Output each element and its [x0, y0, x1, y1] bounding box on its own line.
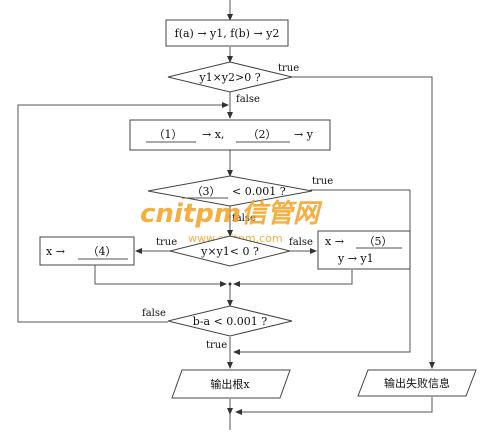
decision-y1y2-text: y1×y2>0 ?	[198, 71, 260, 84]
assign-x-y1-line2: y → y1	[337, 252, 374, 265]
output-root-text: 输出根x	[210, 377, 250, 391]
output-fail-box	[357, 369, 477, 397]
decision-precision-blank: （3）	[192, 185, 221, 198]
decision-interval-false-label: false	[142, 308, 166, 319]
start-box-text: f(a) → y1, f(b) → y2	[175, 27, 280, 40]
output-root-box	[171, 369, 291, 399]
decision-sign-true-label: true	[156, 237, 177, 248]
decision-interval	[167, 305, 293, 337]
assign-x-blank: （4）	[88, 245, 117, 258]
decision-interval-true-label: true	[206, 340, 227, 351]
decision-precision-tail: < 0.001 ?	[232, 185, 286, 198]
assign-blank-1: （1）	[154, 128, 183, 141]
assign-process-box	[129, 119, 331, 151]
decision-precision-true-label: true	[312, 176, 333, 187]
assign-tail-text: → y	[294, 128, 314, 141]
decision-sign-text: y×y1< 0 ?	[200, 245, 259, 258]
decision-y1y2-true-label: true	[278, 63, 299, 74]
assign-x-y1-blank: （5）	[364, 235, 393, 248]
start-process-box	[165, 19, 289, 47]
decision-y1y2	[167, 61, 293, 93]
connector-lines	[17, 0, 435, 430]
decision-interval-text: b-a < 0.001 ?	[193, 315, 268, 328]
assign-blank-2: （2）	[248, 128, 277, 141]
output-fail-text: 输出失败信息	[384, 376, 450, 390]
assign-x-head: x →	[46, 245, 65, 258]
merge-point	[228, 282, 232, 286]
assign-mid-text: → x,	[202, 128, 224, 141]
watermark-brand: cnitpm信管网	[140, 199, 323, 229]
assign-x-box	[39, 236, 135, 266]
decision-y1y2-false-label: false	[236, 94, 260, 105]
decision-sign-false-label: false	[289, 237, 313, 248]
assign-x-y1-line1-head: x →	[325, 235, 344, 248]
assign-x-y1-box	[317, 230, 411, 270]
decision-sign	[169, 235, 291, 267]
decision-precision-false-label: false	[232, 213, 256, 224]
